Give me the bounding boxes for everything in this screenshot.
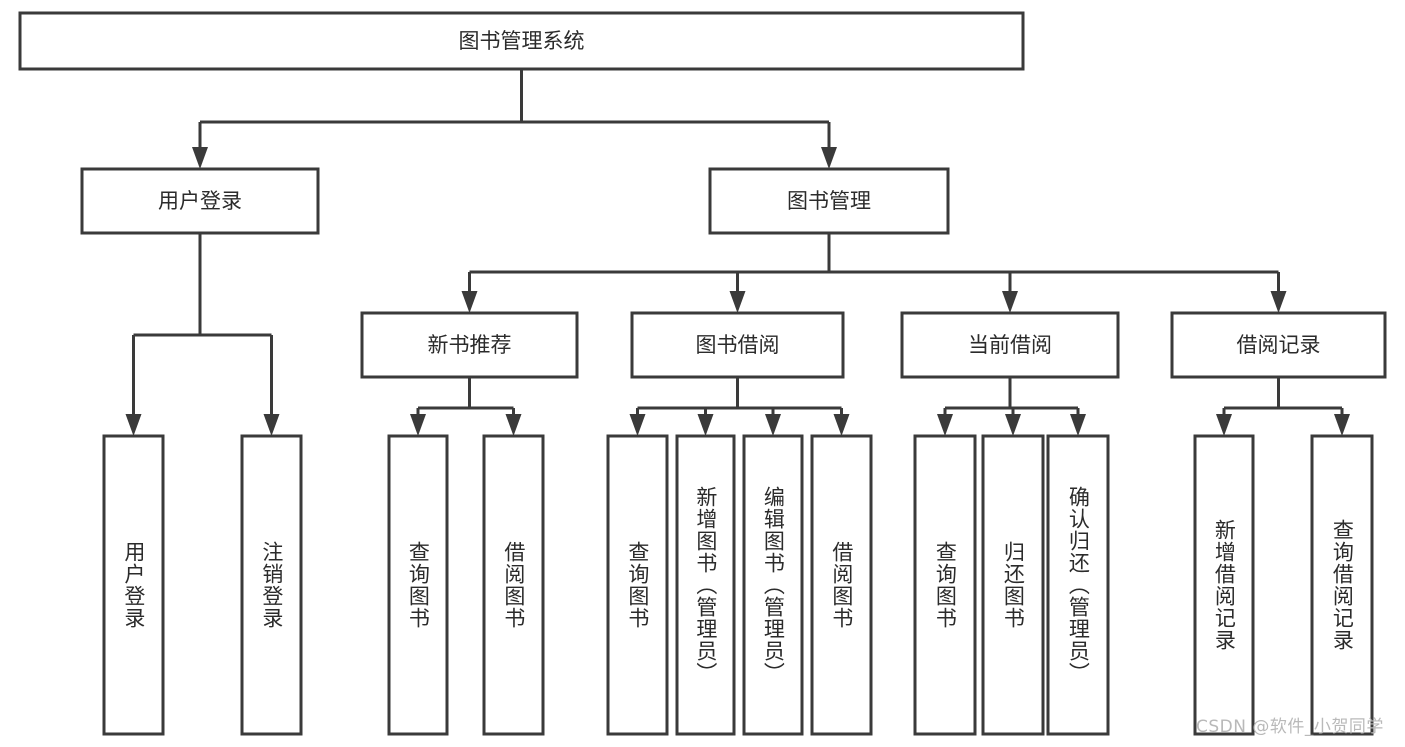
node-label-wrap-leaf-cur-confirm: 确认归还（管理员） xyxy=(1048,436,1108,734)
node-box-leaf-borrow-do[interactable] xyxy=(810,434,873,736)
node-label-leaf-borrow-add: 新增图书（管理员） xyxy=(693,486,718,684)
node-label-wrap-leaf-user-login: 用户登录 xyxy=(104,436,163,734)
edges-layer xyxy=(125,69,1350,436)
node-label-wrap-leaf-new-borrow: 借阅图书 xyxy=(484,436,543,734)
node-box-leaf-borrow-query[interactable] xyxy=(606,434,669,736)
node-box-leaf-new-borrow[interactable] xyxy=(482,434,545,736)
node-box-newbook[interactable] xyxy=(360,311,579,379)
node-label-wrap-leaf-rec-query: 查询借阅记录 xyxy=(1312,436,1372,734)
node-label-borrow: 图书借阅 xyxy=(696,333,780,357)
node-box-borrow[interactable] xyxy=(630,311,845,379)
node-label-wrap-leaf-user-logout: 注销登录 xyxy=(242,436,301,734)
node-box-current[interactable] xyxy=(900,311,1120,379)
node-box-login[interactable] xyxy=(80,167,320,235)
node-box-leaf-borrow-edit[interactable] xyxy=(742,434,804,736)
node-label-wrap-leaf-borrow-query: 查询图书 xyxy=(608,436,667,734)
node-box-leaf-user-logout[interactable] xyxy=(240,434,303,736)
node-label-records: 借阅记录 xyxy=(1237,333,1321,357)
node-box-leaf-borrow-add[interactable] xyxy=(675,434,736,736)
node-box-bookmgmt[interactable] xyxy=(708,167,950,235)
edge-group-borrow xyxy=(629,377,850,436)
node-label-leaf-rec-add: 新增借阅记录 xyxy=(1212,519,1237,651)
node-label-current: 当前借阅 xyxy=(968,333,1052,357)
node-box-leaf-cur-confirm[interactable] xyxy=(1046,434,1110,736)
node-label-leaf-cur-confirm: 确认归还（管理员） xyxy=(1066,486,1091,684)
node-box-leaf-user-login[interactable] xyxy=(102,434,165,736)
node-label-wrap-leaf-borrow-do: 借阅图书 xyxy=(812,436,871,734)
node-label-leaf-borrow-edit: 编辑图书（管理员） xyxy=(761,486,786,684)
node-label-leaf-rec-query: 查询借阅记录 xyxy=(1330,519,1355,651)
node-box-leaf-rec-query[interactable] xyxy=(1310,434,1374,736)
node-label-wrap-leaf-cur-query: 查询图书 xyxy=(915,436,975,734)
node-label-login: 用户登录 xyxy=(158,189,242,213)
node-label-leaf-cur-query: 查询图书 xyxy=(933,541,958,629)
node-label-wrap-leaf-borrow-add: 新增图书（管理员） xyxy=(677,436,734,734)
node-box-leaf-rec-add[interactable] xyxy=(1193,434,1255,736)
edge-group-bookmgmt xyxy=(461,233,1287,313)
node-label-newbook: 新书推荐 xyxy=(428,333,512,357)
node-label-bookmgmt: 图书管理 xyxy=(787,189,871,213)
node-label-wrap-leaf-cur-return: 归还图书 xyxy=(983,436,1043,734)
node-label-leaf-borrow-query: 查询图书 xyxy=(625,541,650,629)
node-label-leaf-borrow-do: 借阅图书 xyxy=(829,541,854,629)
node-box-leaf-new-query[interactable] xyxy=(387,434,449,736)
edge-group-current xyxy=(937,377,1086,436)
node-label-wrap-leaf-borrow-edit: 编辑图书（管理员） xyxy=(744,436,802,734)
node-label-leaf-new-borrow: 借阅图书 xyxy=(501,541,526,629)
node-label-leaf-user-logout: 注销登录 xyxy=(259,541,284,629)
node-box-leaf-cur-query[interactable] xyxy=(913,434,977,736)
node-label-root: 图书管理系统 xyxy=(459,29,585,53)
node-box-records[interactable] xyxy=(1170,311,1387,379)
node-label-wrap-leaf-new-query: 查询图书 xyxy=(389,436,447,734)
node-label-wrap-leaf-rec-add: 新增借阅记录 xyxy=(1195,436,1253,734)
csdn-watermark: CSDN @软件_小贺同学 xyxy=(1196,717,1384,737)
edge-group-root xyxy=(192,69,837,169)
edge-group-records xyxy=(1216,377,1350,436)
node-label-leaf-cur-return: 归还图书 xyxy=(1001,541,1026,629)
edge-group-login xyxy=(125,233,280,436)
node-label-leaf-new-query: 查询图书 xyxy=(406,541,431,629)
node-label-leaf-user-login: 用户登录 xyxy=(121,541,146,629)
edge-group-newbook xyxy=(410,377,522,436)
node-box-leaf-cur-return[interactable] xyxy=(981,434,1045,736)
node-box-root[interactable] xyxy=(18,11,1025,71)
